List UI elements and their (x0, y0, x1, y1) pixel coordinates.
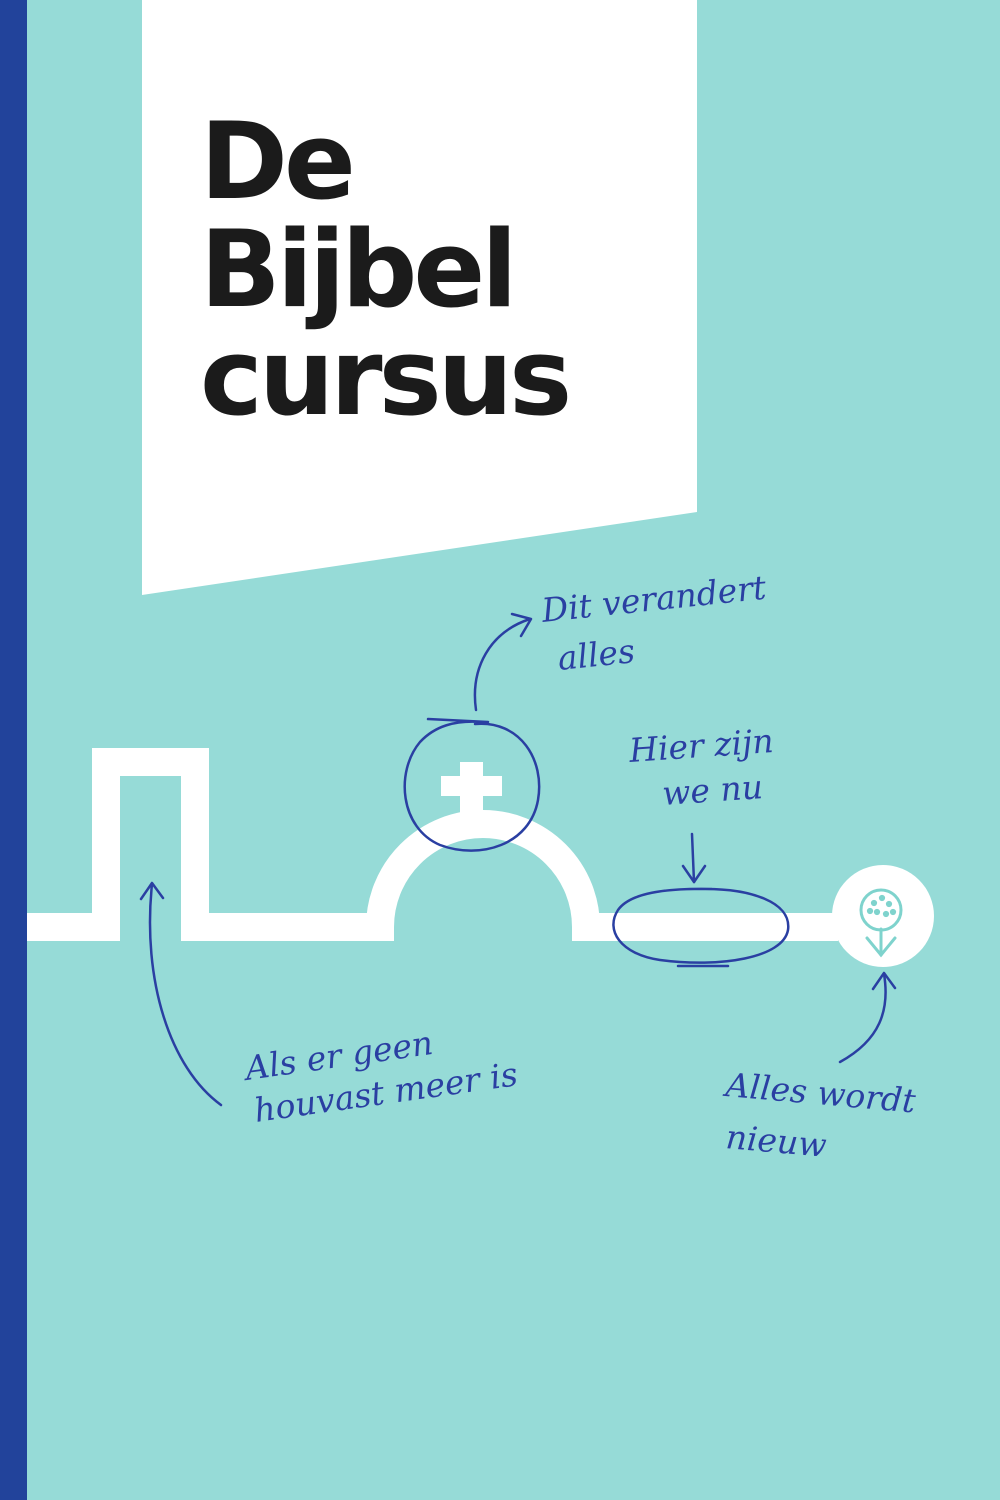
annotation-right-line1: Alles wordt (721, 1065, 918, 1121)
right-arrow-head (871, 971, 897, 991)
title-line-3: cursus (200, 316, 572, 439)
middle-arrow (690, 832, 696, 884)
top-arrow (473, 617, 532, 712)
annotation-top-line1: Dit verandert (539, 568, 769, 631)
left-arrow-head (139, 881, 165, 901)
annotation-middle-line2: we nu (661, 767, 764, 813)
annotation-middle-line1: Hier zijn (627, 721, 775, 770)
book-title: De Bijbel cursus (200, 100, 572, 439)
title-panel (142, 0, 697, 595)
annotation-right-line2: nieuw (724, 1117, 828, 1165)
right-arrow (838, 972, 887, 1064)
middle-arrow-head (681, 864, 707, 884)
present-highlight-ellipse (612, 887, 790, 964)
cover-spine (0, 0, 27, 1500)
title-line-1: De (200, 100, 356, 223)
cross-highlight-circle (403, 720, 541, 852)
annotation-top-line2: alles (556, 631, 637, 678)
cross-icon (441, 762, 502, 828)
left-arrow (148, 882, 223, 1107)
top-arrow-head (510, 612, 533, 638)
new-creation-circle (832, 865, 934, 967)
cross-highlight-tick (426, 717, 490, 724)
tree-icon (859, 888, 903, 958)
title-line-2: Bijbel (200, 208, 518, 331)
